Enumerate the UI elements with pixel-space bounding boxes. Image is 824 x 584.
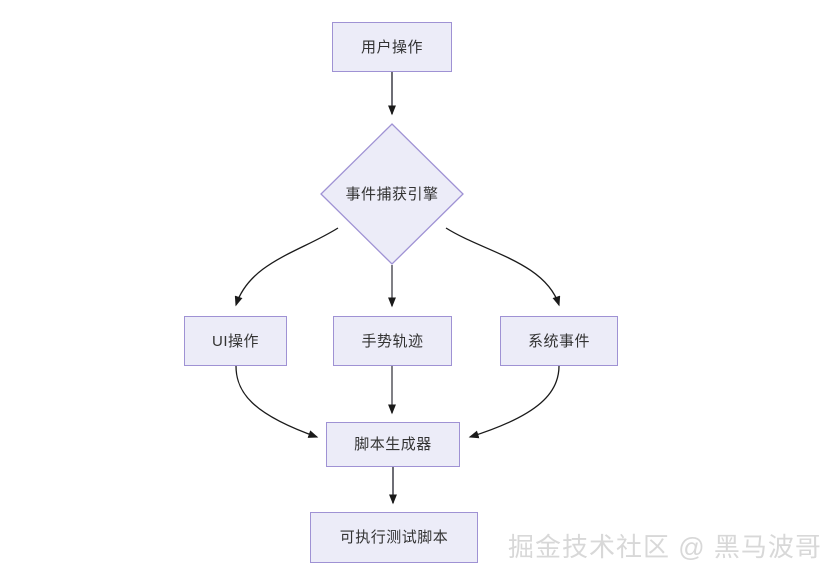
node-system-event-label: 系统事件 [527, 332, 590, 350]
node-test-script-label: 可执行测试脚本 [339, 529, 449, 546]
node-ui-action-label: UI操作 [211, 332, 259, 350]
edge-system-event-to-script-generator [468, 365, 560, 439]
node-test-script[interactable]: 可执行测试脚本 [310, 512, 478, 563]
edge-ui-action-to-script-generator [235, 365, 319, 438]
node-system-event[interactable]: 系统事件 [500, 316, 618, 366]
edge-capture-engine-to-ui-action [234, 227, 339, 307]
node-capture-engine[interactable]: 事件捕获引擎 [320, 123, 464, 265]
node-user-action[interactable]: 用户操作 [332, 22, 452, 72]
node-gesture-track-label: 手势轨迹 [361, 332, 424, 350]
node-gesture-track[interactable]: 手势轨迹 [333, 316, 452, 366]
node-script-generator-label: 脚本生成器 [354, 436, 432, 453]
node-script-generator[interactable]: 脚本生成器 [326, 422, 460, 467]
node-capture-engine-label: 事件捕获引擎 [345, 185, 439, 203]
edge-capture-engine-to-system-event [445, 227, 561, 307]
node-user-action-label: 用户操作 [360, 38, 423, 56]
node-ui-action[interactable]: UI操作 [184, 316, 287, 366]
diamond-shape-icon [320, 123, 464, 265]
watermark-text: 掘金技术社区 @ 黑马波哥 [508, 532, 822, 562]
